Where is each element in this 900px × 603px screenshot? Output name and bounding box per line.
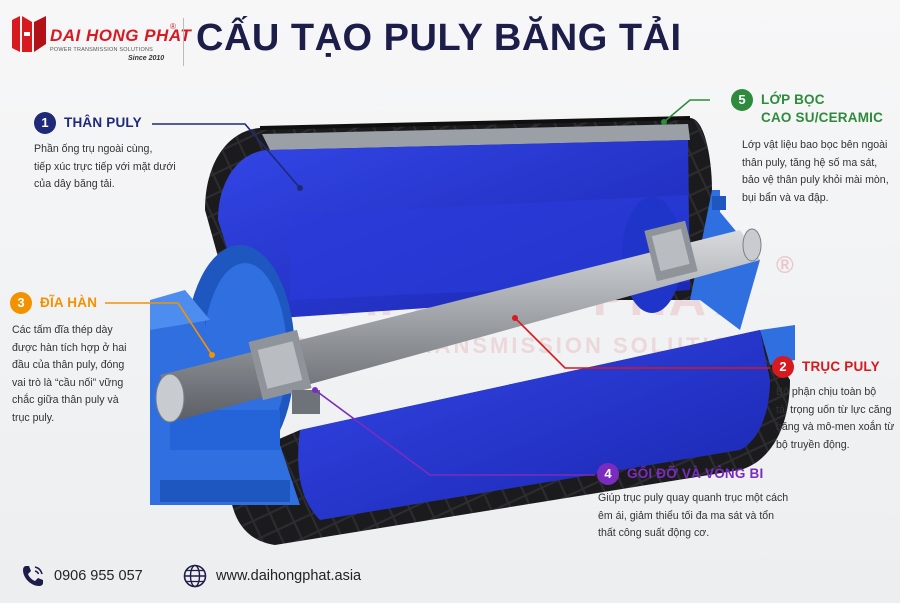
brand-logo: DAI HONG PHAT ® POWER TRANSMISSION SOLUT… (10, 14, 191, 70)
callout-number-3: 3 (10, 292, 32, 314)
callout-number-5: 5 (731, 89, 753, 111)
brand-registered: ® (170, 22, 176, 31)
leader-lines (105, 99, 770, 476)
phone-contact[interactable]: 0906 955 057 (20, 562, 143, 590)
callout-title-shell: THÂN PULY (64, 115, 142, 130)
website-url[interactable]: www.daihongphat.asia (216, 568, 362, 584)
page-title: CẤU TẠO PULY BĂNG TẢI (196, 17, 682, 59)
website-contact[interactable]: www.daihongphat.asia (182, 562, 361, 590)
callout-number-4: 4 (597, 463, 619, 485)
brand-since: Since 2010 (128, 55, 165, 62)
phone-icon (23, 566, 43, 586)
callout-title-disc: ĐĨA HÀN (40, 295, 98, 310)
callout-desc-disc: Các tấm đĩa thép dày được hàn tích hợp ở… (12, 324, 127, 424)
brand-tagline: POWER TRANSMISSION SOLUTIONS (50, 47, 153, 53)
contact-footer: 0906 955 057 www.daihongphat.asia (0, 556, 900, 596)
callout-number-2: 2 (772, 356, 794, 378)
pulley-shaft (155, 220, 762, 423)
callout-title-lagging-2: CAO SU/CERAMIC (761, 110, 884, 125)
callout-number-1: 1 (34, 112, 56, 134)
header-divider (183, 18, 184, 66)
callout-title-bearing: GỐI ĐỠ VÀ VÒNG BI (627, 466, 764, 481)
phone-number[interactable]: 0906 955 057 (54, 568, 143, 584)
logo-mark-icon (12, 16, 46, 52)
callout-desc-bearing: Giúp trục puly quay quanh trục một cách … (598, 492, 789, 539)
callout-desc-lagging: Lớp vật liệu bao bọc bên ngoài thân puly… (742, 139, 889, 204)
callout-desc-shaft: Bộ phận chịu toàn bộ tải trọng uốn từ lự… (776, 386, 895, 451)
callout-title-shaft: TRỤC PULY (802, 359, 880, 374)
callout-title-lagging-1: LỚP BỌC (761, 92, 825, 107)
globe-icon (183, 564, 207, 588)
brand-name: DAI HONG PHAT (50, 26, 192, 45)
callout-desc-shell: Phần ống trụ ngoài cùng, tiếp xúc trực t… (34, 143, 176, 190)
